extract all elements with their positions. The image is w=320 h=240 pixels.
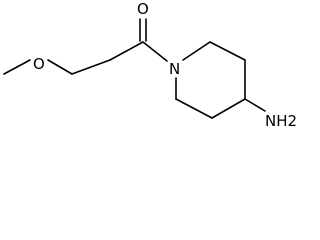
ring-bond-c4-c5	[211, 98, 246, 119]
ring-bond-c5-c6	[175, 98, 213, 119]
bond-ch2-ch2	[71, 59, 111, 75]
bond-c4-amine	[244, 98, 266, 112]
bond-methyl-oxygen	[3, 59, 31, 75]
ring-bond-c2-c3	[209, 41, 246, 61]
chemical-structure: O O N NH2	[3, 0, 297, 130]
ring-nitrogen-label: N	[169, 60, 180, 78]
ring-bond-n-c2	[182, 41, 211, 61]
bond-oxygen-ch2	[47, 59, 73, 75]
bond-ch2-carbonyl	[109, 41, 144, 61]
amine-label: NH2	[265, 112, 297, 130]
ether-oxygen-label: O	[33, 55, 45, 73]
carbonyl-oxygen-label: O	[137, 0, 149, 18]
bond-carbonyl-nitrogen	[142, 41, 168, 62]
